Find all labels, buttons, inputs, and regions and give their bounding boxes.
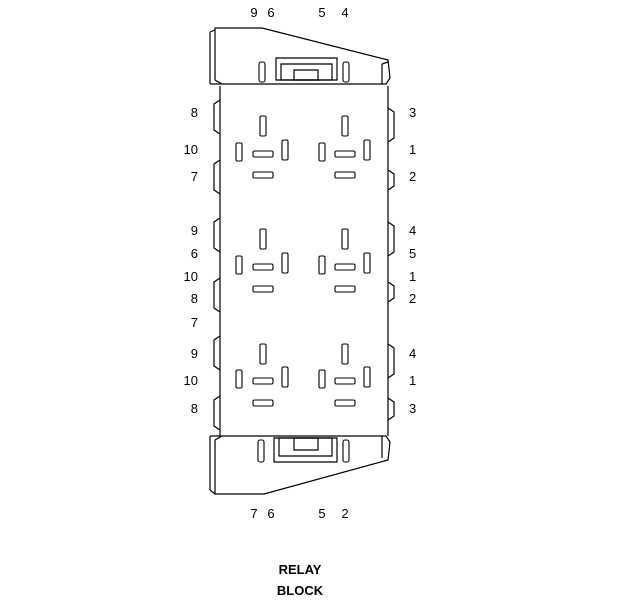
right-pin-label: 3 <box>409 105 416 120</box>
top-pin-label: 6 <box>267 5 274 20</box>
relay-block-housing <box>209 27 395 495</box>
relay-socket-1-right <box>318 115 371 179</box>
left-pin-labels: 8 10 7 9 6 10 8 7 9 10 8 <box>184 105 198 416</box>
right-pin-label: 5 <box>409 246 416 261</box>
relay-socket-3-right <box>318 343 371 407</box>
caption-line-1: RELAY <box>279 562 322 577</box>
right-pin-label: 1 <box>409 142 416 157</box>
left-pin-label: 7 <box>191 169 198 184</box>
top-pin-label: 5 <box>318 5 325 20</box>
top-pin-label: 4 <box>341 5 348 20</box>
left-pin-label: 10 <box>184 373 198 388</box>
bottom-pin-label: 2 <box>341 506 348 521</box>
right-pin-label: 2 <box>409 291 416 306</box>
left-pin-label: 10 <box>184 269 198 284</box>
relay-socket-2-left <box>235 228 289 293</box>
left-pin-label: 8 <box>191 105 198 120</box>
top-pin-label: 9 <box>250 5 257 20</box>
relay-socket-2-right <box>318 228 371 293</box>
caption-line-2: BLOCK <box>277 583 324 598</box>
left-pin-label: 8 <box>191 401 198 416</box>
right-pin-label: 2 <box>409 169 416 184</box>
left-pin-label: 7 <box>191 315 198 330</box>
right-pin-label: 4 <box>409 346 416 361</box>
left-pin-label: 6 <box>191 246 198 261</box>
bottom-pin-label: 6 <box>267 506 274 521</box>
relay-socket-1-left <box>235 115 289 179</box>
bottom-pin-labels: 7 6 5 2 <box>250 506 348 521</box>
bottom-pin-label: 5 <box>318 506 325 521</box>
relay-socket-3-left <box>235 343 289 407</box>
left-pin-label: 9 <box>191 223 198 238</box>
left-pin-label: 10 <box>184 142 198 157</box>
right-pin-label: 3 <box>409 401 416 416</box>
right-pin-label: 1 <box>409 269 416 284</box>
left-pin-label: 8 <box>191 291 198 306</box>
top-pin-labels: 9 6 5 4 <box>250 5 348 20</box>
right-pin-label: 1 <box>409 373 416 388</box>
left-pin-label: 9 <box>191 346 198 361</box>
bottom-pin-label: 7 <box>250 506 257 521</box>
right-pin-labels: 3 1 2 4 5 1 2 4 1 3 <box>409 105 416 416</box>
right-pin-label: 4 <box>409 223 416 238</box>
